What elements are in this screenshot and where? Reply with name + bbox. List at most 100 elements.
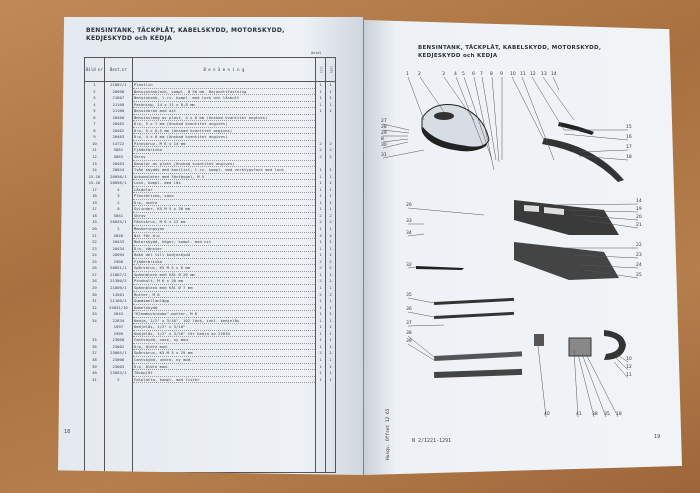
- callout-number: 41: [576, 411, 582, 417]
- benamning: Pinnbult, M 6 x 20 mm: [131, 277, 317, 285]
- header-benamning: B e n ä m n i n g: [131, 57, 317, 82]
- benamning: D:o, undre: [131, 199, 317, 207]
- callout-leader-line: [481, 76, 497, 161]
- antal-1291: 1: [325, 186, 336, 193]
- callout-number: 38: [592, 411, 598, 417]
- benamning: D:o, 4 x 6 mm (önskad kvantitet angives): [131, 133, 317, 141]
- antal-1291: 1: [325, 356, 336, 364]
- callout-leader-line: [577, 353, 595, 418]
- callout-leader-line: [382, 141, 409, 149]
- callout-number: 10: [510, 71, 516, 77]
- callout-number: 12: [626, 364, 632, 370]
- callout-leader-line: [407, 297, 435, 304]
- callout-leader-line: [563, 133, 629, 141]
- antal-1291: 1: [325, 81, 336, 89]
- callout-number: 35: [406, 292, 412, 298]
- antal-1291: 4: [325, 232, 336, 239]
- antal-1291: 2: [325, 146, 336, 154]
- callout-leader-line: [382, 123, 410, 131]
- antal-1291: [325, 160, 336, 167]
- antal-1291: 1: [325, 245, 336, 252]
- callout-number: 4: [454, 71, 457, 77]
- antal-1291: 1: [325, 323, 336, 331]
- callout-number: 9: [500, 71, 503, 77]
- rear-fender-pieces: [542, 122, 624, 182]
- callout-leader-line: [382, 149, 425, 159]
- benamning: Spännbleck med hål Ø 20 mm: [131, 271, 317, 279]
- callout-number: 33: [406, 218, 412, 224]
- callout-number: 39: [406, 338, 412, 344]
- callout-number: 10: [626, 356, 632, 362]
- antal-1291: [325, 127, 336, 134]
- callout-leader-line: [581, 353, 607, 418]
- benamning: Nit för d:o: [131, 232, 317, 240]
- callout-number: 11: [520, 71, 526, 77]
- antal-1291: 1: [325, 94, 336, 102]
- callout-number: 14: [551, 71, 557, 77]
- antal-1291: 2: [325, 264, 336, 272]
- callout-number: 21: [636, 222, 642, 228]
- callout-number: 13: [541, 71, 547, 77]
- antal-1291: 1: [325, 179, 336, 187]
- callout-number: 16: [626, 134, 632, 140]
- trim-strips: [434, 297, 626, 378]
- callout-leader-line: [615, 353, 629, 363]
- antal-1291: 1: [325, 251, 336, 259]
- callout-leader-line: [553, 203, 639, 206]
- callout-leader-line: [578, 264, 639, 269]
- antal-1291: 1: [325, 376, 336, 383]
- antal-1291: 1: [325, 88, 336, 95]
- callout-leader-line: [531, 76, 565, 131]
- header-bild: Bild nr: [84, 57, 105, 82]
- antal-1291: [325, 120, 336, 128]
- callout-number: 24: [636, 262, 642, 268]
- benamning: Kedjelås, 1/2" x 3/16": [131, 323, 317, 331]
- callout-number: 36: [406, 306, 412, 312]
- callout-leader-line: [578, 155, 629, 161]
- antal-1291: 1: [325, 173, 336, 180]
- chain-guard-pieces: [416, 200, 619, 280]
- antal-1291: 2: [325, 291, 336, 298]
- benamning: Bensintanklock, compl. Ø 50 mm. Bajonett…: [131, 88, 317, 96]
- benamning: Plastbricka, vase: [131, 192, 317, 200]
- antal-1291: 2: [325, 140, 336, 147]
- antal-1291: 2: [325, 277, 336, 285]
- callout-number: 12: [530, 71, 536, 77]
- benamning: Hake del till kedjeskydd: [131, 251, 317, 259]
- antal-1291: 1: [325, 101, 336, 108]
- callout-number: 18: [616, 411, 622, 417]
- left-page-number: 18: [64, 429, 71, 435]
- benamning: Mankeringsyan: [131, 225, 317, 233]
- benamning: Cantskydd, vase, ny mod.: [131, 336, 317, 344]
- benamning: Gummimellanlägg: [131, 297, 317, 305]
- antal-label: Antal: [311, 51, 322, 55]
- callout-number: 29: [381, 130, 387, 136]
- callout-number: 38: [406, 330, 412, 336]
- callout-number: 5: [462, 71, 465, 77]
- callout-leader-line: [407, 76, 425, 121]
- antal-1291: 1: [325, 199, 336, 206]
- title-line-1: BENSINTANK, TÄCKPLÅT, KABELSKYDD, MOTORS…: [418, 45, 602, 51]
- benamning: Pinnskruv, M 6 x 14 mm: [131, 140, 317, 148]
